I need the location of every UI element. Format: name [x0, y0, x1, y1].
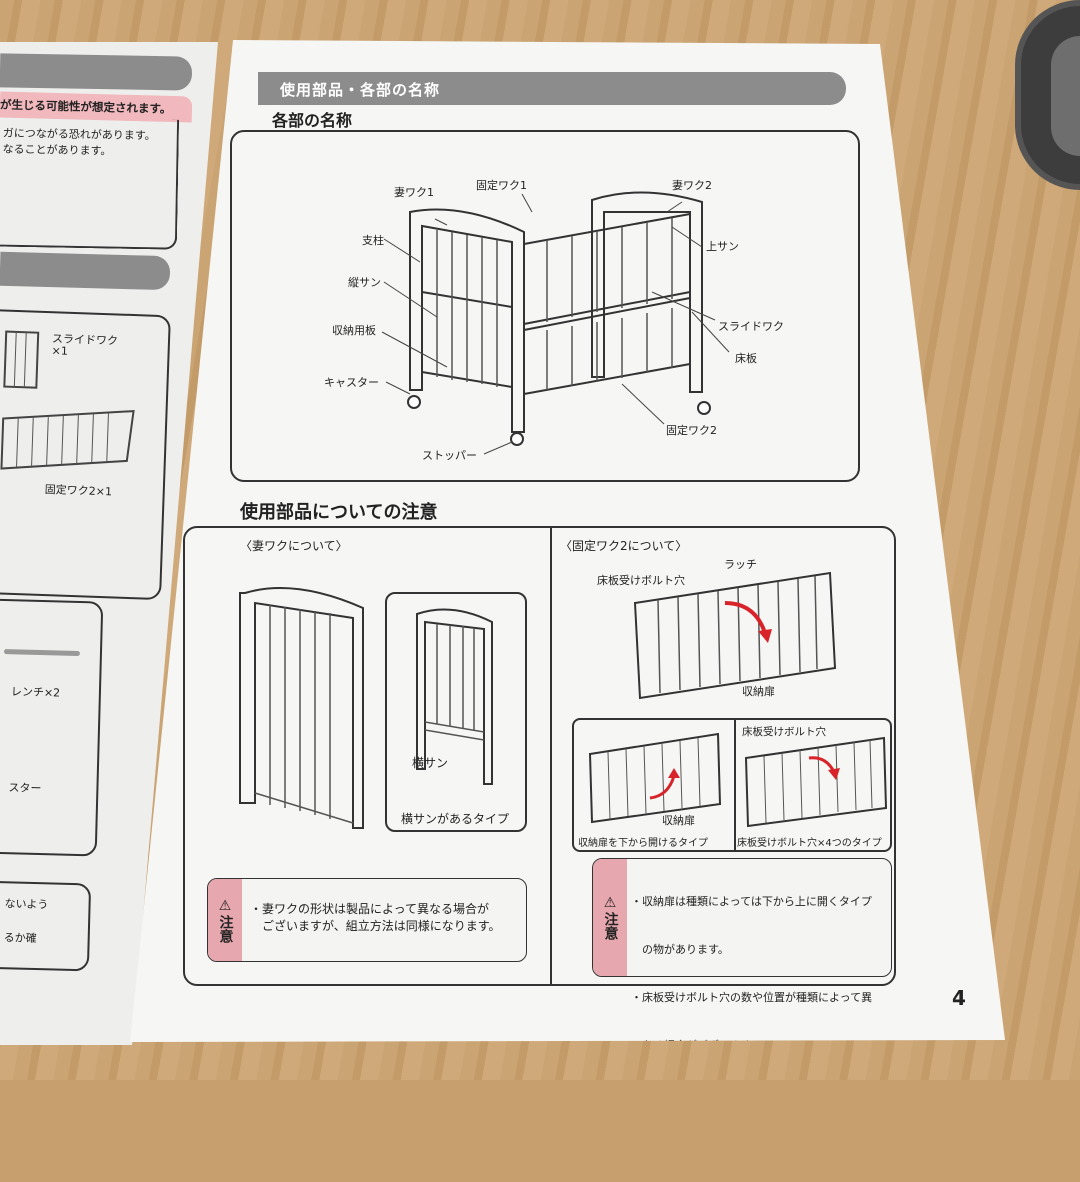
crib-drawing [381, 191, 730, 455]
end-frame-drawing [239, 587, 364, 829]
fixed-frame-types-box: 収納扉 収納扉を下から開けるタイプ 床板受けボルト穴 床板受けボルト穴×4つのタ… [572, 718, 892, 852]
left-warning-heading: が生じる可能性が想定されます。 [0, 97, 172, 116]
left-note-line: ないよう [4, 897, 49, 912]
caution-line: ・床板受けボルト穴の数や位置が種類によって異 [631, 991, 873, 1004]
end-frame-caution: ⚠注意 ・妻ワクの形状は製品によって異なる場合が ございますが、組立方法は同様に… [207, 878, 527, 962]
part-label: レンチ×2 [10, 685, 61, 700]
label-top-rail: 上サン [706, 240, 739, 253]
latch-label: ラッチ [724, 558, 757, 571]
label-fixed-frame-1: 固定ワク1 [476, 179, 527, 192]
part-label: 固定ワク2×1 [44, 483, 113, 499]
label-end-frame-2: 妻ワク2 [672, 179, 712, 192]
caution-line: ・収納扉は種類によっては下から上に開くタイプ [631, 895, 872, 908]
right-page: 使用部品・各部の名称 各部の名称 妻ワク1 固定ワク1 [130, 40, 1005, 1042]
fixed-frame-2-drawing [633, 571, 837, 700]
section-title-part-names: 各部の名称 [272, 111, 353, 130]
caution-line: の物があります。 [631, 943, 729, 956]
label-slide-frame: スライドワク [718, 320, 784, 333]
left-warning-line: なることがあります。 [2, 142, 112, 158]
storage-door-label: 収納扉 [742, 685, 775, 698]
felt-coaster [1015, 0, 1080, 190]
caution-tag: ⚠注意 [593, 859, 627, 976]
caution-line: ございますが、組立方法は同様になります。 [250, 919, 501, 933]
bolt-hole-label: 床板受けボルト穴 [597, 574, 685, 587]
fixed-frame-panel-title: 〈固定ワク2について〉 [560, 539, 688, 553]
four-bolt-type-drawing [744, 736, 888, 828]
left-header-bar [0, 53, 193, 91]
crossbar-type-box: 横サン 横サンがあるタイプ [385, 592, 527, 832]
bottom-door-type-caption: 収納扉を下から開けるタイプ [578, 838, 708, 849]
red-arrow-icon [724, 601, 767, 634]
page-header: 使用部品・各部の名称 [280, 81, 441, 99]
part-label: スター [8, 781, 42, 796]
crossbar-caption: 横サンがあるタイプ [401, 812, 510, 826]
parts-caution-box: 〈妻ワクについて〉 横サン 横サンがあるタイプ ⚠注意 ・妻ワクの形状は製品によ… [183, 526, 896, 1042]
four-bolt-type-caption: 床板受けボルト穴×4つのタイプ [737, 838, 882, 849]
wrench-drawing [3, 649, 81, 657]
part-label: スライドワク ×1 [51, 332, 119, 358]
left-tools-box: レンチ×2 スター [0, 598, 104, 857]
left-header-bar-2 [0, 251, 171, 291]
sub-bolt-hole-label: 床板受けボルト穴 [742, 726, 826, 738]
section-title-parts-caution: 使用部品についての注意 [240, 502, 438, 523]
caution-line: ・種類によってはラッチの数が1個のタイプの物 [631, 1087, 868, 1100]
left-warning-box: ガにつながる恐れがあります。 なることがあります。 [0, 116, 180, 250]
label-post: 支柱 [362, 234, 384, 247]
caution-tag-text: 注意 [217, 914, 234, 943]
left-parts-box: スライドワク ×1 固定ワク2×1 [0, 308, 171, 601]
bottom-door-type-drawing [588, 732, 722, 824]
label-vertical-slat: 縦サン [348, 276, 381, 289]
warning-triangle-icon: ⚠ [218, 897, 232, 914]
label-storage-board: 収納用板 [332, 324, 376, 337]
header-bar: 使用部品・各部の名称 [258, 72, 846, 105]
fixed-frame-caution: ⚠注意 ・収納扉は種類によっては下から上に開くタイプ の物があります。 ・床板受… [592, 858, 892, 1042]
sub-door-label: 収納扉 [662, 814, 695, 827]
fixed-frame-drawing [0, 410, 135, 470]
caution-line: ・妻ワクの形状は製品によって異なる場合が [250, 902, 490, 916]
caution-tag-text: 注意 [602, 912, 619, 940]
caution-line: があります。 [631, 1135, 707, 1148]
label-fixed-frame-2: 固定ワク2 [666, 424, 717, 437]
label-caster: キャスター [324, 376, 379, 389]
caution-tag: ⚠注意 [208, 879, 242, 961]
end-frame-panel-title: 〈妻ワクについて〉 [240, 539, 348, 553]
left-note-line: るか確 [3, 931, 37, 946]
page-number: 4 [952, 986, 966, 1010]
panel-divider [550, 528, 552, 984]
label-stopper: ストッパー [422, 449, 477, 462]
types-divider [734, 720, 736, 850]
slide-frame-drawing [3, 330, 40, 389]
left-note-box: ないよう るか確 [0, 880, 92, 972]
crossbar-label: 横サン [412, 756, 449, 770]
label-end-frame-1: 妻ワク1 [394, 186, 434, 199]
warning-triangle-icon: ⚠ [603, 895, 617, 911]
crib-diagram-box: 妻ワク1 固定ワク1 妻ワク2 支柱 上サン 縦サン スライドワク 収納用板 床… [230, 130, 860, 482]
crossbar-frame-drawing [416, 608, 493, 785]
label-floor-board: 床板 [735, 352, 757, 365]
